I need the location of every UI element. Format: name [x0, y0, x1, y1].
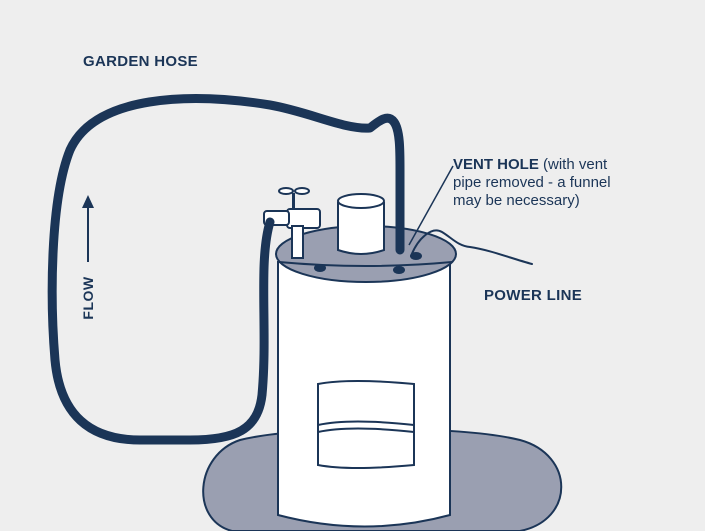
power-line-hole — [410, 252, 422, 260]
access-panel-divider — [317, 420, 415, 426]
flow-label: FLOW — [80, 276, 96, 320]
access-panel — [317, 380, 415, 469]
valve-stem — [292, 193, 295, 209]
lid-fitting-top — [337, 193, 385, 209]
vent-hole-label: VENT HOLE (with vent pipe removed - a fu… — [453, 156, 703, 210]
lid-hole-right — [393, 266, 405, 274]
vent-hole-note-line2: pipe removed - a funnel — [453, 174, 611, 191]
vent-hole-leader-line — [408, 165, 454, 246]
garden-hose-label: GARDEN HOSE — [83, 53, 198, 70]
garden-hose — [47, 94, 405, 445]
vent-hole-note-line3: may be necessary) — [453, 192, 580, 209]
power-line — [410, 229, 533, 265]
arrow-up-icon — [82, 195, 94, 262]
vent-hole-note-line1: (with vent — [538, 156, 608, 173]
valve-pipe — [291, 225, 304, 259]
valve-handle-right — [294, 187, 310, 195]
lid-fitting — [337, 202, 385, 255]
vent-hole-title: VENT HOLE — [453, 156, 539, 173]
lid-rim — [278, 261, 453, 267]
access-panel-divider-2 — [317, 427, 415, 433]
power-line-label: POWER LINE — [484, 287, 583, 304]
lid-hole-left — [314, 264, 326, 272]
valve-handle-left — [278, 187, 294, 195]
